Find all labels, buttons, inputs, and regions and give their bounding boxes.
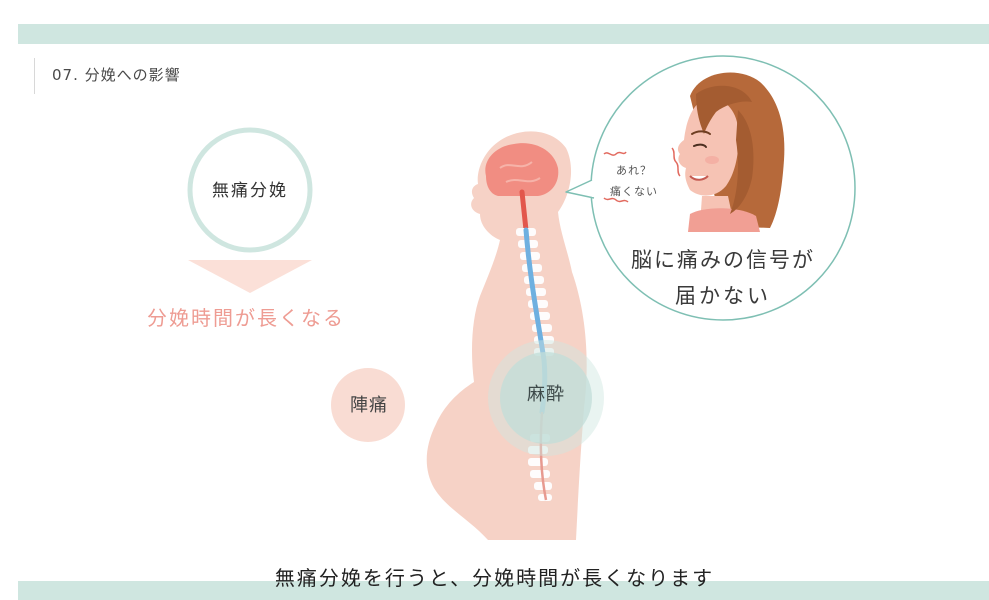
thought-squiggle-right bbox=[671, 147, 681, 177]
mutsu-bunben-label: 無痛分娩 bbox=[212, 181, 288, 201]
pain-signal-text-line2: 届かない bbox=[675, 284, 771, 308]
longer-labor-result-label: 分娩時間が長くなる bbox=[147, 306, 345, 330]
eye bbox=[693, 143, 707, 148]
section-marker bbox=[34, 58, 35, 94]
brain-stem bbox=[519, 189, 529, 233]
brain-fold-line-2 bbox=[505, 177, 541, 183]
labor-pain-label: 陣痛 bbox=[350, 395, 388, 416]
down-arrow-shape bbox=[188, 260, 312, 293]
woman-face-illustration bbox=[677, 72, 785, 232]
hair-front bbox=[696, 85, 752, 134]
top-band bbox=[18, 24, 989, 44]
cheek bbox=[705, 156, 719, 164]
thought-squiggle-left bbox=[603, 151, 627, 156]
bottom-band bbox=[18, 581, 989, 600]
anesthesia-glow-inner bbox=[500, 352, 592, 444]
thought-squiggle-bottom bbox=[603, 197, 629, 203]
brain-shape bbox=[485, 143, 559, 196]
mouth bbox=[689, 175, 709, 181]
mutsu-bunben-circle bbox=[187, 127, 313, 253]
labor-pain-circle bbox=[331, 368, 405, 442]
hair-side bbox=[730, 110, 754, 214]
thought-text-line1: あれ？ bbox=[616, 164, 652, 177]
caption-subtitle: 無痛分娩を行うと、分娩時間が長くなります bbox=[274, 566, 715, 590]
speech-bubble-tail bbox=[565, 179, 595, 199]
section-title: 07. 分娩への影響 bbox=[52, 66, 181, 84]
face bbox=[677, 97, 739, 196]
pain-signal-text-line1: 脳に痛みの信号が bbox=[631, 248, 815, 272]
thought-text-line2: 痛くない bbox=[610, 185, 658, 198]
brain-fold-line-1 bbox=[499, 161, 533, 169]
shirt bbox=[688, 208, 760, 232]
anesthesia-label: 麻酔 bbox=[527, 384, 565, 405]
eyebrow bbox=[691, 130, 711, 135]
